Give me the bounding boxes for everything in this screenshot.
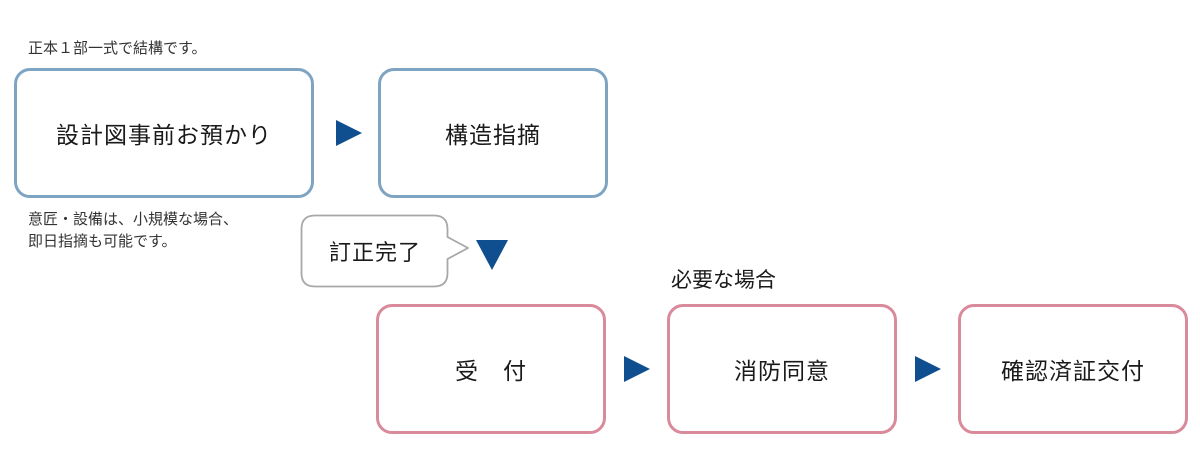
note-same-day-review-line1: 意匠・設備は、小規模な場合、: [28, 210, 239, 228]
step-fire-department-consent: 消防同意: [667, 304, 897, 434]
step-certificate-issuance: 確認済証交付: [958, 304, 1188, 434]
speech-bubble-icon: [300, 214, 469, 288]
step-certificate-issuance-label: 確認済証交付: [1001, 359, 1145, 385]
if-needed-label: 必要な場合: [671, 268, 776, 292]
note-single-set: 正本１部一式で結構です。: [28, 39, 207, 57]
step-advance-drawing-receipt: 設計図事前お預かり: [14, 68, 314, 198]
correction-complete-bubble: 訂正完了: [300, 214, 475, 289]
arrow-right-icon: [624, 356, 650, 382]
arrow-right-icon: [915, 356, 941, 382]
step-structural-review: 構造指摘: [378, 68, 608, 198]
note-same-day-review-line2: 即日指摘も可能です。: [28, 232, 177, 250]
step-advance-drawing-receipt-label: 設計図事前お預かり: [56, 123, 272, 149]
step-structural-review-label: 構造指摘: [445, 123, 541, 149]
arrow-right-icon: [336, 120, 362, 146]
arrow-down-icon: [476, 240, 508, 270]
correction-complete-label: 訂正完了: [328, 240, 421, 266]
step-reception-label: 受 付: [455, 359, 527, 385]
note-same-day-review: 意匠・設備は、小規模な場合、 即日指摘も可能です。: [28, 208, 238, 252]
step-reception: 受 付: [376, 304, 606, 434]
step-fire-department-consent-label: 消防同意: [734, 359, 830, 385]
